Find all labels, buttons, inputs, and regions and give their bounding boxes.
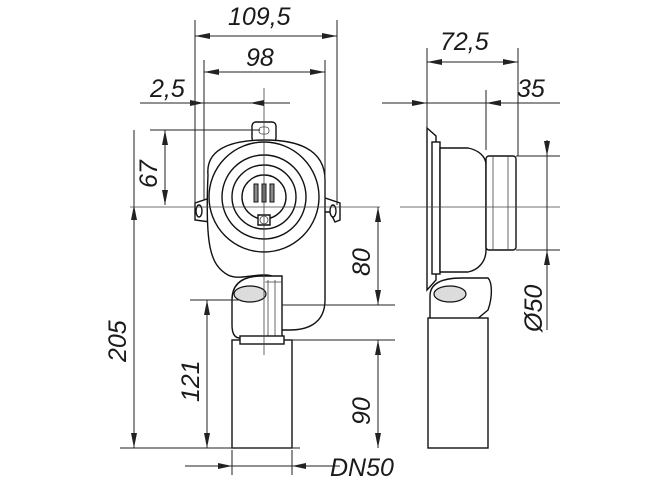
dim-width-inner: 98 (246, 44, 274, 72)
side-body (439, 147, 487, 273)
dim-height-top: 67 (135, 159, 163, 188)
bracket-hole-left (195, 204, 203, 218)
dim-diameter-inlet: Ø50 (520, 285, 548, 333)
side-socket (485, 155, 517, 251)
bracket-hole-right (329, 204, 337, 218)
dim-offset: 2,5 (149, 75, 185, 103)
side-outlet-pipe (427, 317, 489, 449)
dim-width-total: 109,5 (228, 3, 291, 31)
dim-depth-socket: 35 (517, 75, 545, 103)
inlet-slot-1 (253, 183, 259, 203)
front-view (194, 121, 341, 449)
inlet-slot-3 (269, 183, 275, 203)
lower-bend (231, 275, 283, 339)
dim-height-outlet: 90 (348, 397, 376, 425)
dim-height-mid: 80 (348, 248, 376, 276)
dim-depth-total: 72,5 (440, 28, 489, 56)
dim-height-lower: 121 (177, 360, 205, 402)
dim-outlet-size: DN50 (330, 454, 394, 482)
outlet-pipe-top-ring (239, 335, 285, 345)
dimension-lines (120, 20, 560, 475)
front-centre-lines (130, 88, 380, 355)
outlet-pipe (231, 339, 293, 449)
dimension-labels: 109,5 98 2,5 67 205 121 80 90 72,5 35 Ø5… (104, 3, 548, 482)
side-view (426, 126, 517, 449)
dim-height-total: 205 (104, 320, 132, 363)
